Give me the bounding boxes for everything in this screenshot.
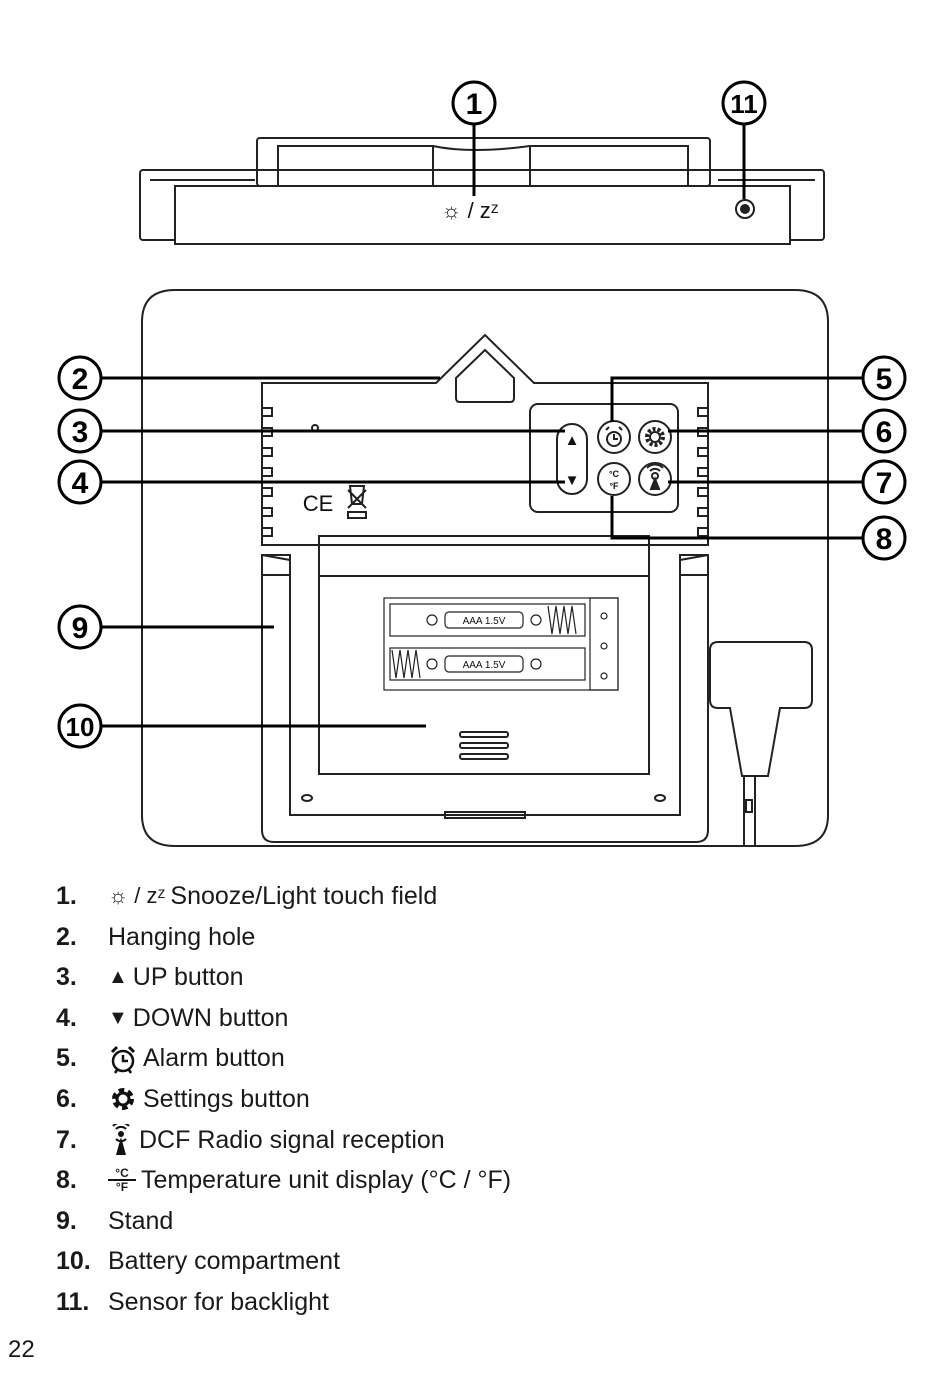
svg-text:10: 10 [66,712,95,742]
svg-text:5: 5 [876,363,893,396]
callout-9: 9 [57,604,103,650]
ce-mark: CE [303,491,334,516]
radio-tower-icon [108,1123,134,1156]
legend-text: Hanging hole [108,922,256,951]
callout-6: 6 [861,408,907,454]
legend-text: Temperature unit display (°C / °F) [141,1166,512,1195]
svg-text:4: 4 [72,467,89,500]
legend-item: 1. ☼ / zᶻ Snooze/Light touch field [56,876,511,917]
legend-number: 4. [56,1003,77,1032]
legend-text: Settings button [143,1084,310,1113]
gear-icon [108,1084,138,1114]
legend-number: 5. [56,1044,77,1073]
top-view [139,137,825,245]
legend-item: 8. °C °F Temperature unit display (°C / … [56,1160,511,1201]
legend-number: 11. [56,1287,90,1316]
legend-text: Battery compartment [108,1247,341,1276]
svg-text:1: 1 [466,88,483,121]
legend-text: DCF Radio signal reception [139,1125,445,1154]
callout-8: 8 [861,515,907,561]
legend-item: 7. DCF Radio signal reception [56,1120,511,1161]
callout-4: 4 [57,459,103,505]
legend-item: 4. ▼ DOWN button [56,998,511,1039]
battery-label-1: AAA 1.5V [463,616,506,627]
svg-text:9: 9 [72,612,89,645]
legend-item: 5. Alarm button [56,1038,511,1079]
hanging-hole [455,348,515,403]
legend-number: 8. [56,1166,77,1195]
callout-7: 7 [861,459,907,505]
legend-item: 11. Sensor for backlight [56,1282,511,1323]
callout-2: 2 [57,355,103,401]
alarm-clock-icon [108,1044,138,1074]
legend-item: 2. Hanging hole [56,917,511,958]
leader-lines [102,125,862,728]
dcf-button[interactable] [638,462,672,496]
legend-item: 9. Stand [56,1201,511,1242]
callout-3: 3 [57,408,103,454]
svg-text:11: 11 [730,89,758,119]
up-triangle-icon: ▲ [108,966,128,989]
legend-item: 3. ▲ UP button [56,957,511,998]
settings-button[interactable] [638,420,672,454]
legend-number: 10. [56,1247,91,1276]
up-arrow-glyph: ▲ [565,432,580,449]
legend-number: 2. [56,922,77,951]
legend-text: Sensor for backlight [108,1287,329,1316]
battery-compartment [318,535,650,775]
legend-text: Snooze/Light touch field [170,882,438,910]
svg-text:8: 8 [876,523,893,556]
callout-10: 10 [57,703,103,749]
svg-text:3: 3 [72,416,89,449]
battery-label-2: AAA 1.5V [463,660,506,671]
light-snooze-icon: ☼ / zᶻ [108,883,166,908]
legend-number: 6. [56,1084,77,1113]
svg-text:7: 7 [876,467,893,500]
top-view-snooze-symbol: ☼ / zᶻ [441,198,499,223]
legend-text: UP button [132,963,244,992]
alarm-button[interactable] [597,420,631,454]
temp-c-label: °C [115,1166,129,1181]
legend-text: DOWN button [132,1003,289,1032]
legend-item: 6. Settings button [56,1079,511,1120]
callout-5: 5 [861,355,907,401]
temp-unit-button[interactable] [597,462,631,496]
temp-unit-icon: °C °F [108,1167,136,1193]
svg-text:6: 6 [876,416,893,449]
callout-1: 1 [451,80,497,126]
callouts: 1 11 2 3 4 5 6 7 8 9 10 [57,80,907,749]
legend-list: 1. ☼ / zᶻ Snooze/Light touch field 2. Ha… [56,876,511,1323]
legend-number: 7. [56,1125,77,1154]
legend-number: 3. [56,963,77,992]
callout-11: 11 [721,80,767,126]
down-arrow-glyph: ▼ [565,472,580,489]
temp-f-glyph: °F [609,481,619,491]
backlight-sensor [735,199,755,219]
legend-number: 1. [56,882,77,910]
temp-f-label: °F [115,1180,129,1195]
temp-c-glyph: °C [609,469,620,479]
down-triangle-icon: ▼ [108,1006,128,1029]
device-diagram: ☼ / zᶻ [57,80,907,847]
fraction-bar [108,1179,136,1182]
legend-item: 10. Battery compartment [56,1241,511,1282]
back-view [141,289,829,847]
stand [261,554,709,843]
up-down-rocker[interactable] [556,423,588,495]
legend-text: Alarm button [143,1044,285,1073]
legend-text: Stand [108,1206,174,1235]
page-number: 22 [8,1336,35,1363]
button-panel [529,403,679,513]
svg-text:2: 2 [72,363,89,396]
legend-number: 9. [56,1206,77,1235]
